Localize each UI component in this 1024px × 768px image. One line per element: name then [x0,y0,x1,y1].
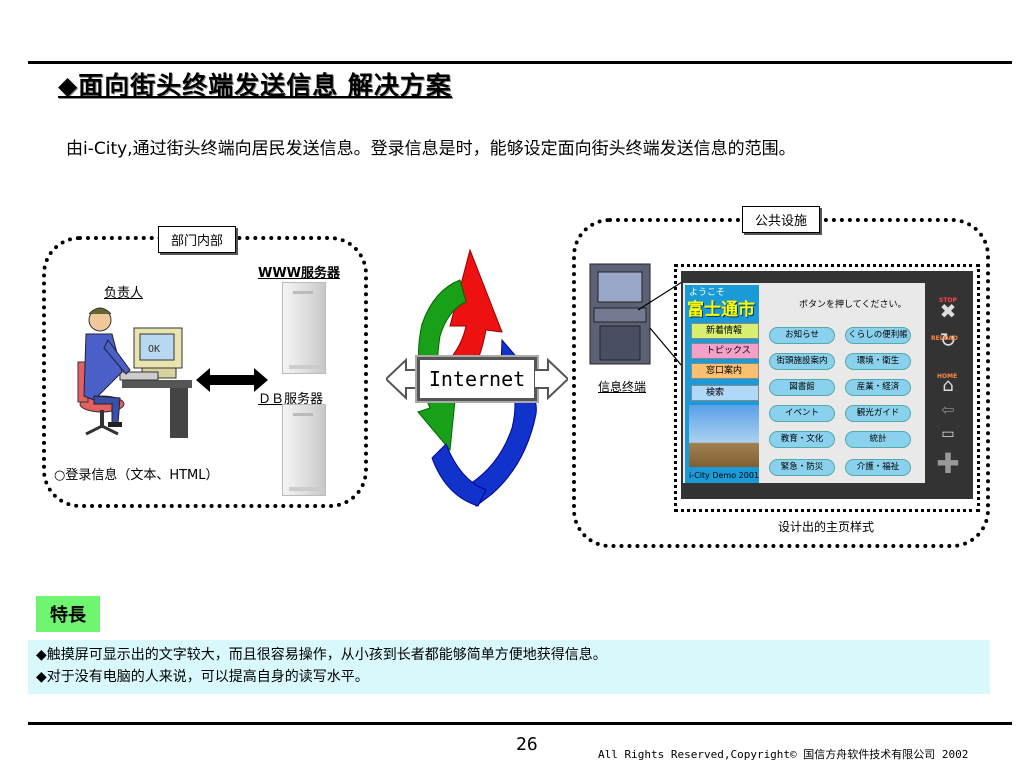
www-server-icon [282,282,326,374]
screen-demo-label: i-City Demo 2001 [689,471,760,480]
page-subtitle: 由i-City,通过街头终端向居民发送信息。登录信息是时，能够设定面向街头终端发… [66,139,796,159]
homepage-caption: 设计出的主页样式 [778,520,875,534]
stop-icon[interactable]: ✖ [939,299,957,323]
dpad-icon[interactable]: ✚ [936,447,960,480]
login-info-text: ○登录信息（文本、HTML） [54,468,219,483]
department-label: 部门内部 [158,226,237,253]
reload-label: RELOAD [931,335,958,342]
screen-welcome: ようこそ [689,288,726,298]
terminal-label: 信息终端 [598,380,647,394]
page-title: ◆面向街头终端发送信息 解决方案 [58,71,452,100]
btn-tourism[interactable]: 観光ガイド [845,405,911,422]
feature-line: ◆对于没有电脑的人来说，可以提高自身的读写水平。 [36,669,369,685]
kiosk-homepage-screen: ようこそ 富士通市 新着情報 トピックス 窓口案内 検索 i-City Demo… [681,271,973,499]
btn-industry[interactable]: 産業・経済 [845,379,911,396]
public-facility-label: 公共设施 [742,206,821,233]
kiosk-terminal-icon [589,263,651,365]
print-icon[interactable]: ▭ [941,426,955,442]
screen-header-bar [683,273,971,283]
menu-new-info[interactable]: 新着情報 [691,323,759,339]
features-tag: 特長 [36,596,100,632]
copyright-text: All Rights Reserved,Copyright© 国信方舟软件技术有… [598,748,969,761]
screen-prompt: ボタンを押してください。 [799,300,907,310]
reload-icon[interactable]: ↻ [939,328,957,352]
btn-welfare[interactable]: 介護・福祉 [845,459,911,476]
balloon-photo [689,405,759,467]
db-server-icon [282,404,326,496]
back-icon[interactable]: ⇦ [941,400,955,419]
www-server-label: WWW服务器 [258,266,341,281]
screen-city-name: 富士通市 [687,300,755,320]
btn-environment[interactable]: 環境・衛生 [845,353,911,370]
menu-window-guide[interactable]: 窓口案内 [691,363,759,379]
feature-line: ◆触摸屏可显示出的文字较大，而且很容易操作，从小孩到长者都能够简单方便地获得信息… [36,647,607,663]
bidirectional-arrow-icon [196,368,268,392]
internet-right-arrow-icon [534,358,568,400]
person-at-computer-icon: OK [77,307,192,438]
screen-frame [674,264,980,512]
btn-library[interactable]: 図書館 [769,379,835,396]
internet-label-box: Internet [415,355,539,403]
internet-left-arrow-icon [386,358,420,400]
screen-control-bar: ✖ STOP ↻ RELOAD ⌂ HOME ⇦ ▭ ✚ [925,283,971,485]
top-rule [28,61,1012,64]
bottom-rule [28,722,1012,725]
btn-event[interactable]: イベント [769,405,835,422]
features-box: ◆触摸屏可显示出的文字较大，而且很容易操作，从小孩到长者都能够简单方便地获得信息… [28,640,990,694]
btn-living-guide[interactable]: くらしの便利帳 [845,327,911,344]
menu-search[interactable]: 検索 [691,385,759,401]
svg-text:OK: OK [148,344,160,355]
btn-emergency[interactable]: 緊急・防災 [769,459,835,476]
db-server-label: ＤＢ服务器 [258,392,324,407]
btn-street-facility[interactable]: 街頭施設案内 [769,353,835,370]
home-icon[interactable]: ⌂ [942,375,954,396]
btn-statistics[interactable]: 統計 [845,431,911,448]
btn-notice[interactable]: お知らせ [769,327,835,344]
person-label: 负责人 [104,286,144,301]
menu-topics[interactable]: トピックス [691,343,759,359]
screen-footer-bar [683,483,971,497]
stop-label: STOP [939,297,957,304]
btn-education[interactable]: 教育・文化 [769,431,835,448]
page-number: 26 [516,734,538,755]
home-label: HOME [937,373,958,380]
